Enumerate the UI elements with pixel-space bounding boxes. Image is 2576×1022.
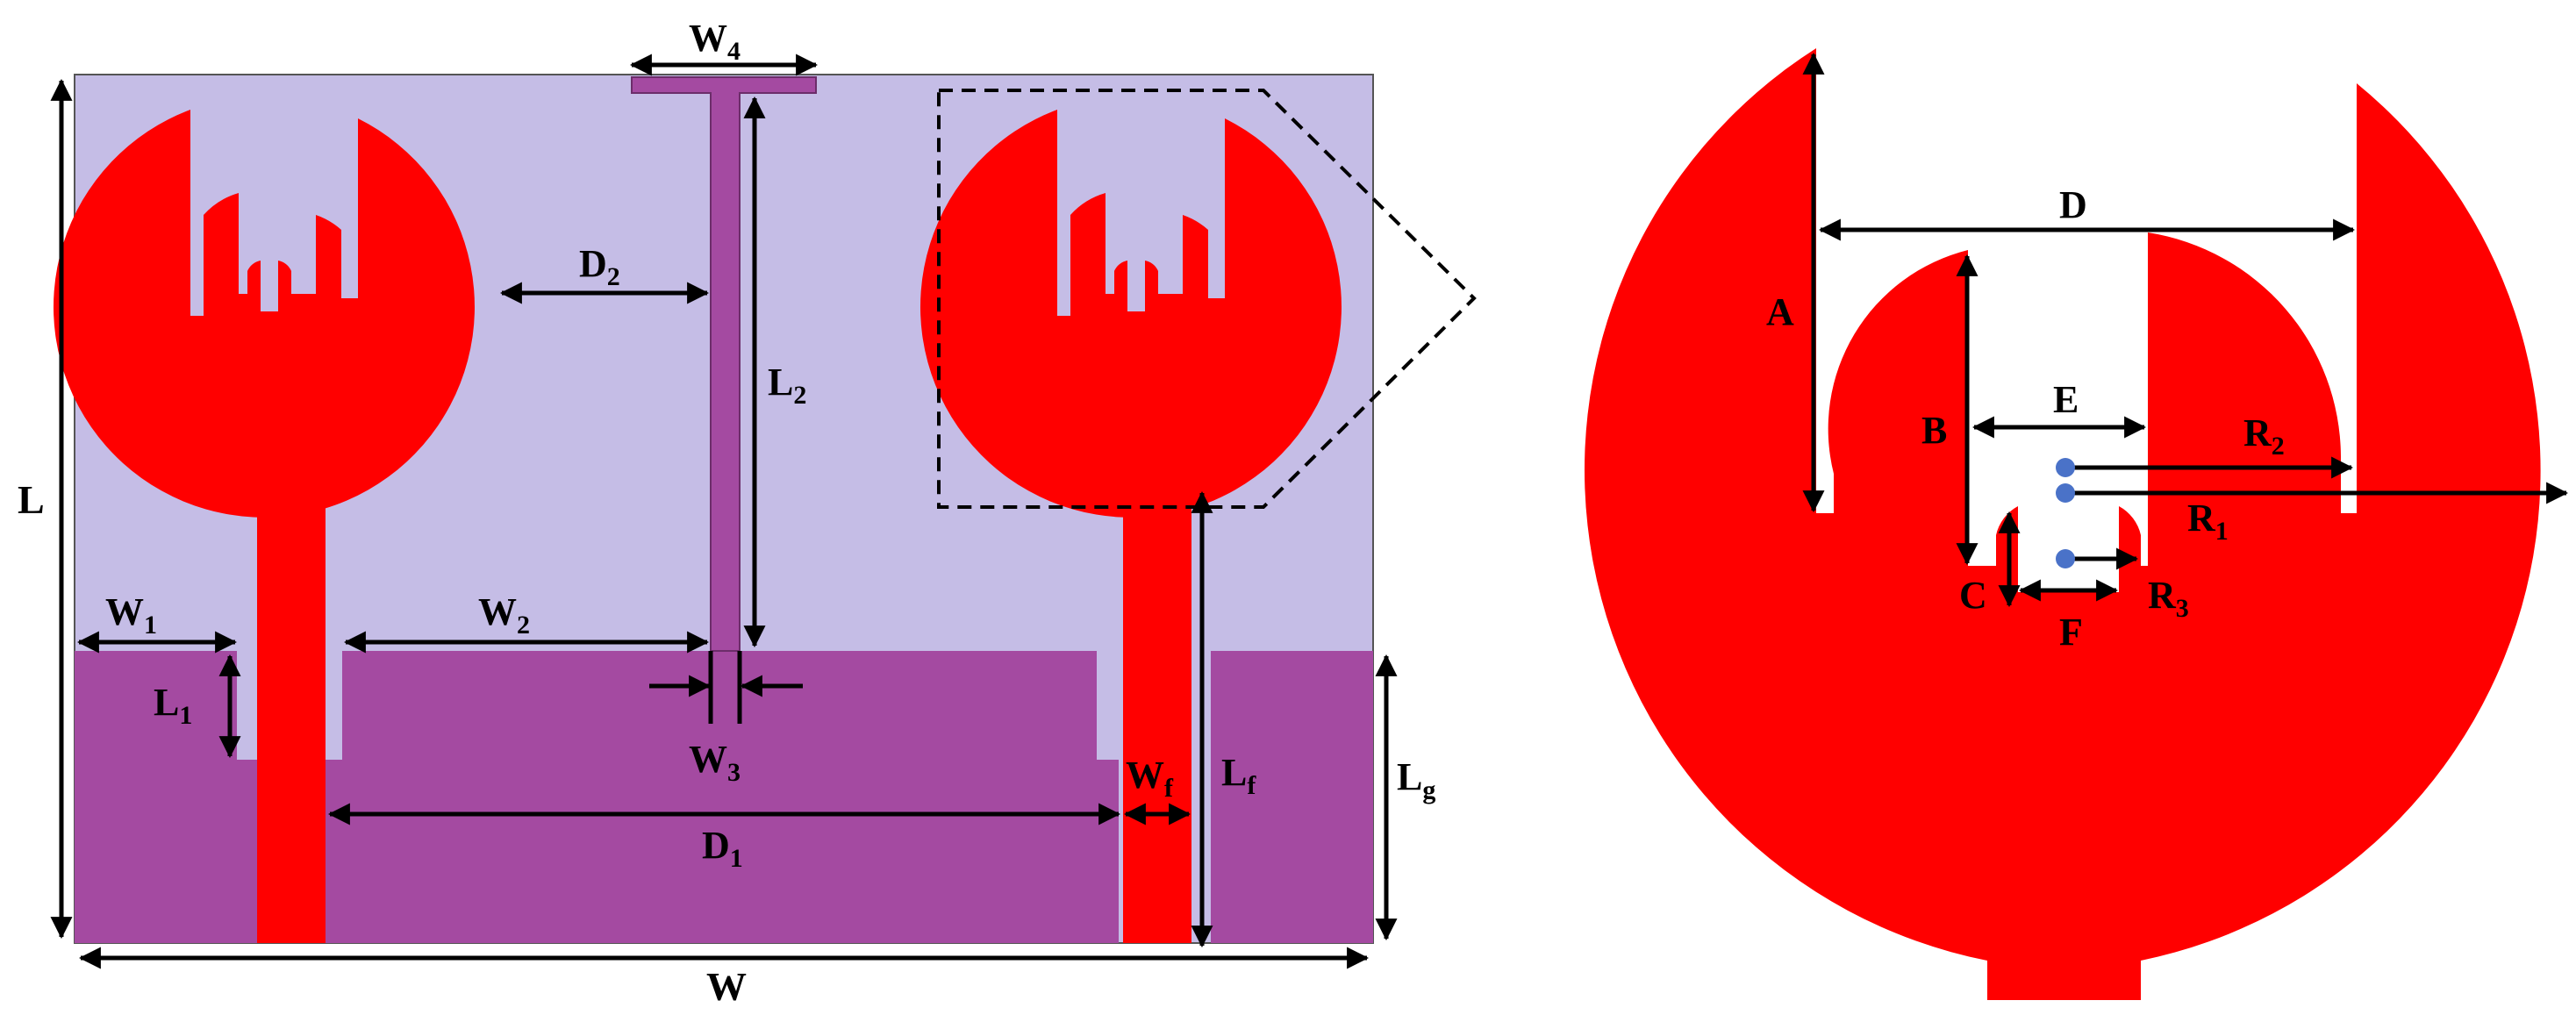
center-point-r3 <box>2056 549 2075 568</box>
label-C: C <box>1959 574 1987 617</box>
ground-plane <box>75 651 1373 943</box>
label-W3: W3 <box>689 738 741 787</box>
label-L1: L1 <box>154 681 192 730</box>
label-E: E <box>2053 378 2079 421</box>
label-D: D <box>2059 183 2087 226</box>
label-R1: R1 <box>2187 497 2229 546</box>
label-D1: D1 <box>702 824 743 873</box>
antenna-top-view: L W W4 L2 D2 W1 W2 L1 W3 D1 Wf Lf Lg <box>18 17 1477 1009</box>
radiator-detail-view: D A B C E F R2 R1 R3 <box>1584 48 2569 1000</box>
label-W1: W1 <box>105 590 157 640</box>
feed-line-right <box>1123 474 1191 943</box>
label-W: W <box>706 964 747 1009</box>
label-W4: W4 <box>689 17 741 66</box>
label-F: F <box>2059 611 2083 654</box>
center-point-r1 <box>2056 483 2075 503</box>
label-R3: R3 <box>2148 574 2189 623</box>
label-A: A <box>1766 290 1794 333</box>
label-R2: R2 <box>2243 411 2285 461</box>
feed-line-left <box>257 474 326 943</box>
center-point-r2 <box>2056 458 2075 477</box>
label-L: L <box>18 477 45 522</box>
label-D2: D2 <box>579 242 620 291</box>
zoom-callout-outline <box>937 89 1477 509</box>
label-B: B <box>1921 409 1947 452</box>
label-W2: W2 <box>478 590 530 640</box>
label-Lg: Lg <box>1397 755 1435 804</box>
label-L2: L2 <box>768 361 806 410</box>
zoomed-radiator-outer <box>1584 48 2541 1000</box>
label-Lf: Lf <box>1221 751 1256 800</box>
label-Wf: Wf <box>1126 754 1174 803</box>
